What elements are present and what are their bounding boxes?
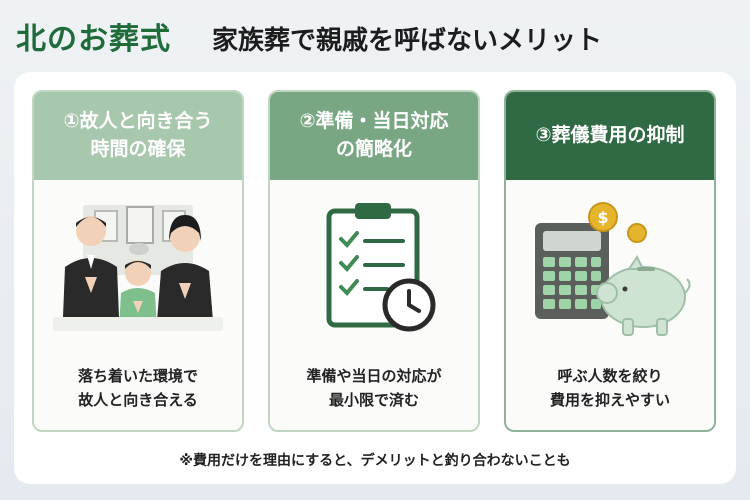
merit-card-1: ①故人と向き合う 時間の確保 xyxy=(32,90,244,432)
page-title: 家族葬で親戚を呼ばないメリット xyxy=(212,26,603,56)
header: 北のお葬式 家族葬で親戚を呼ばないメリット xyxy=(0,0,750,72)
merit-card-2-heading: ②準備・当日対応 の簡略化 xyxy=(270,92,478,180)
merit-card-2-heading-line-1: ②準備・当日対応 xyxy=(299,110,449,133)
merit-card-2-description-line-2: 最小限で済む xyxy=(328,391,419,409)
svg-text:$: $ xyxy=(597,208,608,227)
clipboard-checklist-clock-icon xyxy=(270,192,478,352)
merit-card-1-description: 落ち着いた環境で 故人と向き合える xyxy=(34,364,242,412)
merit-card-1-heading-line-2: 時間の確保 xyxy=(90,138,186,160)
footnote: ※費用だけを理由にすると、デメリットと釣り合わないことも xyxy=(179,453,571,469)
merit-card-1-heading: ①故人と向き合う 時間の確保 xyxy=(34,92,242,180)
merit-card-3-heading-line-1: ③葬儀費用の抑制 xyxy=(535,124,685,147)
merit-card-1-description-line-1: 落ち着いた環境で xyxy=(77,367,198,385)
merit-card-2-description-line-1: 準備や当日の対応が xyxy=(306,367,442,385)
merit-card-3-description-line-2: 費用を抑えやすい xyxy=(549,391,670,409)
calculator-piggy-bank-coins-icon: $ xyxy=(506,192,714,352)
merit-card-3-description: 呼ぶ人数を絞り 費用を抑えやすい xyxy=(506,364,714,412)
merit-card-1-heading-line-1: ①故人と向き合う xyxy=(63,110,213,133)
family-praying-illustration xyxy=(34,192,242,352)
brand-logo: 北のお葬式 xyxy=(16,22,171,57)
content-panel: ①故人と向き合う 時間の確保 xyxy=(14,72,736,484)
merit-card-2: ②準備・当日対応 の簡略化 準備や当日の対応が 最小限で済む xyxy=(268,90,480,432)
merit-card-1-description-line-2: 故人と向き合える xyxy=(78,391,198,409)
merit-card-2-description: 準備や当日の対応が 最小限で済む xyxy=(270,364,478,412)
merit-card-3: ③葬儀費用の抑制 $ xyxy=(504,90,716,432)
merit-card-3-heading: ③葬儀費用の抑制 xyxy=(506,92,714,180)
merit-card-2-heading-line-2: の簡略化 xyxy=(335,138,412,160)
merit-card-3-description-line-1: 呼ぶ人数を絞り xyxy=(557,367,663,385)
